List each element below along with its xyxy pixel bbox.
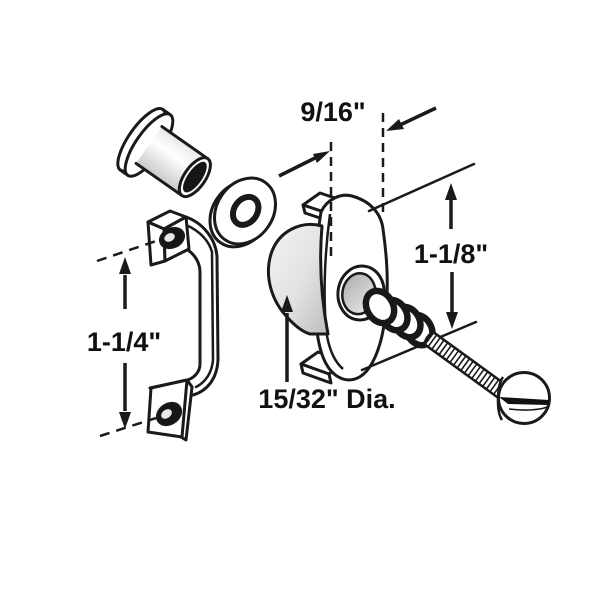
bushing-part [116, 107, 212, 199]
dim-height-arrowhead-up [445, 183, 457, 200]
handle-bottom-screw-hole-center [161, 409, 172, 419]
bushing-bore-hole [182, 161, 207, 193]
dim-length: 1-1/4" [87, 257, 161, 429]
screw-part [423, 331, 551, 425]
handle-dash-bottom [99, 416, 157, 438]
dim-length-label: 1-1/4" [87, 327, 161, 357]
dim-width-leader-right [399, 106, 437, 127]
handle-dash-top [96, 238, 160, 263]
spring-part [362, 287, 436, 349]
dim-height-arrowhead-down [446, 312, 458, 329]
dim-height-ref-top [367, 162, 476, 213]
dim-height: 1-1/8" [367, 162, 488, 329]
dim-diameter-label: 15/32" Dia. [258, 384, 395, 414]
washer-part [208, 176, 277, 249]
screw-slot [499, 397, 549, 405]
handle-extension-lines [96, 238, 160, 438]
dim-length-arrowhead-down [119, 412, 131, 429]
dim-width-leader-left [278, 155, 318, 178]
screw-head [497, 371, 551, 425]
knob-bottom-tab-front [299, 362, 333, 385]
handle-grip-ridge [184, 223, 215, 389]
dim-diameter: 15/32" Dia. [258, 295, 396, 414]
washer-hole [229, 193, 262, 228]
dim-width-label: 9/16" [300, 97, 365, 127]
screw-slot-shadow [508, 406, 548, 411]
handle-top-screw-hole-center [164, 233, 175, 242]
dim-diameter-arrowhead [281, 295, 293, 312]
dim-height-label: 1-1/8" [414, 239, 488, 269]
dim-width-arrowhead-left [313, 151, 330, 163]
knob-dome [266, 223, 330, 336]
dim-length-arrowhead-up [119, 257, 131, 274]
dim-width-arrowhead-right [386, 119, 404, 131]
handle-part [146, 209, 220, 442]
spring-coil-1 [362, 287, 398, 327]
dim-width: 9/16" [278, 97, 437, 258]
